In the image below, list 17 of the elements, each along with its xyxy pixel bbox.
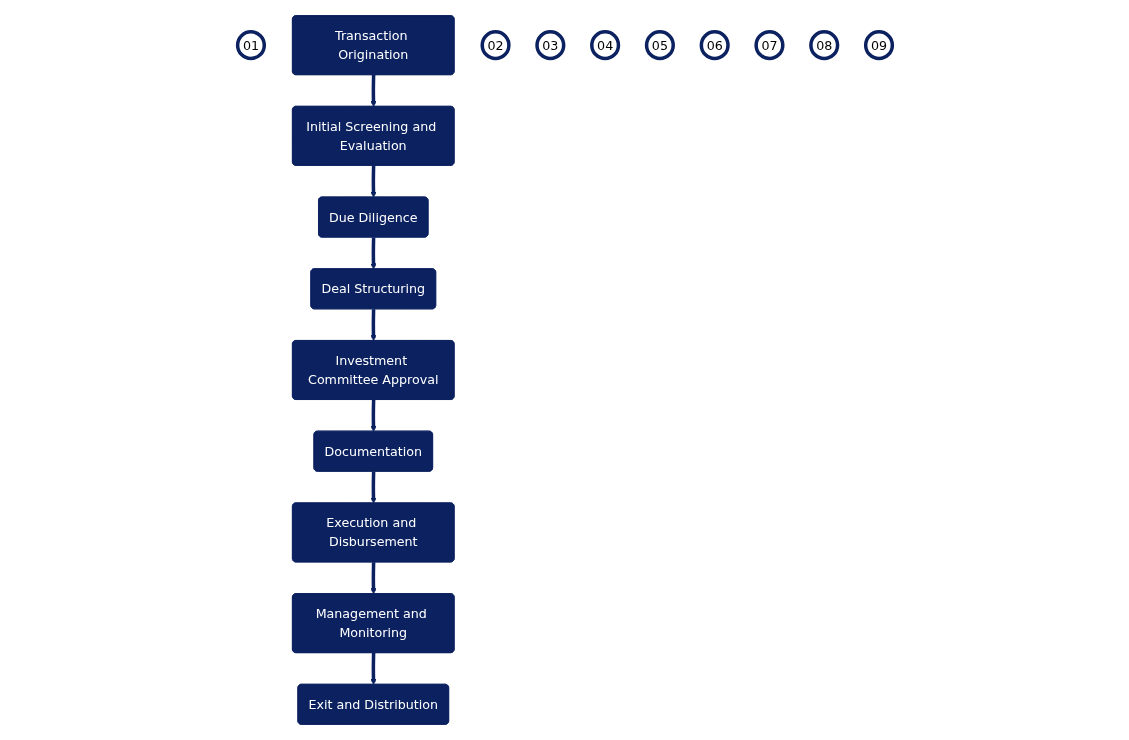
arrow (369, 562, 377, 595)
arrow (369, 309, 377, 342)
node-circle: 08 (808, 30, 839, 61)
node-circle: 07 (753, 30, 785, 61)
arrow (369, 237, 377, 270)
arrow (369, 165, 377, 198)
arrow (369, 471, 377, 504)
arrow (369, 652, 377, 685)
node-circle: 09 (863, 30, 894, 61)
node-circle: 05 (644, 30, 675, 61)
node-circle: 04 (589, 30, 620, 61)
node-circle: 06 (699, 30, 730, 61)
arrow (369, 75, 377, 107)
node-circle: 03 (534, 30, 565, 61)
node-circle: 01 (235, 30, 266, 61)
node-circle: 02 (480, 30, 511, 61)
arrow (369, 399, 377, 432)
